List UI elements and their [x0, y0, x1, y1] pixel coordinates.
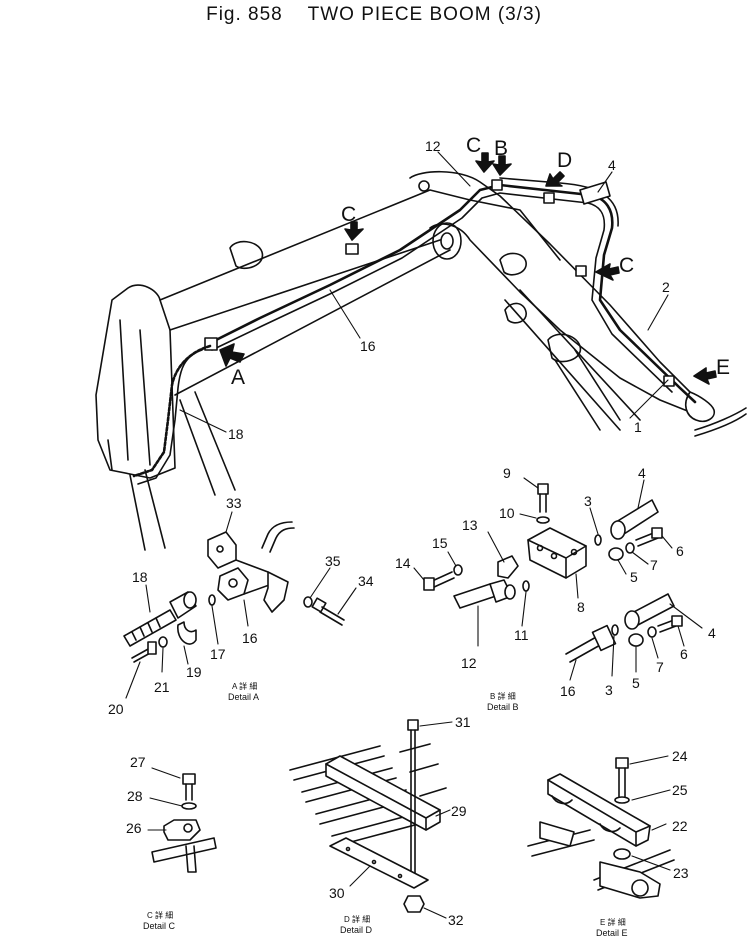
- callout-8: 8: [577, 599, 585, 615]
- detail-b: 9 10 13 15 14 12 11 8 3 4 6 7 5 4 6 7 5 …: [395, 465, 716, 712]
- arrow-detail-c2: C: [341, 203, 364, 241]
- callout-4-lower: 4: [708, 625, 716, 641]
- figure-title: Fig. 858 TWO PIECE BOOM (3/3): [0, 4, 748, 26]
- callout-30: 30: [329, 885, 345, 901]
- callout-27: 27: [130, 754, 146, 770]
- callout-3-lower: 3: [605, 682, 613, 698]
- callout-2-main: 2: [662, 279, 670, 295]
- arrow-b-label: B: [494, 137, 508, 160]
- arrow-c2-label: C: [341, 203, 356, 226]
- arrow-a-label: A: [231, 366, 245, 389]
- arrow-detail-e: E: [693, 356, 730, 385]
- callout-33: 33: [226, 495, 242, 511]
- callout-18-detail-a: 18: [132, 569, 148, 585]
- arrow-detail-a: A: [219, 343, 245, 389]
- callout-7-upper: 7: [650, 557, 658, 573]
- arrow-c3-label: C: [619, 254, 634, 277]
- callout-6-lower: 6: [680, 646, 688, 662]
- callout-21: 21: [154, 679, 170, 695]
- detail-a-caption-en: Detail A: [228, 692, 259, 702]
- callout-6-upper: 6: [676, 543, 684, 559]
- callout-4-upper: 4: [638, 465, 646, 481]
- callout-22: 22: [672, 818, 688, 834]
- arrow-c1-label: C: [466, 134, 481, 157]
- callout-35: 35: [325, 553, 341, 569]
- detail-c: 27 28 26 C 詳 細 Detail C: [126, 754, 217, 931]
- detail-d-caption-ja: D 詳 細: [344, 914, 370, 924]
- callout-11: 11: [514, 627, 529, 643]
- callout-5-lower: 5: [632, 675, 640, 691]
- callout-18-main: 18: [228, 426, 244, 442]
- callout-7-lower: 7: [656, 659, 664, 675]
- callout-12-main: 12: [425, 138, 441, 154]
- callout-23: 23: [673, 865, 689, 881]
- callout-1-main: 1: [634, 419, 642, 435]
- arrow-detail-c3: C: [595, 254, 634, 281]
- arrow-d-label: D: [557, 149, 572, 172]
- callout-19: 19: [186, 664, 202, 680]
- arrow-detail-c1: C: [466, 134, 495, 173]
- callout-17: 17: [210, 646, 226, 662]
- detail-e: 24 25 22 23 E 詳 細 Detail E: [527, 748, 689, 938]
- detail-c-caption-en: Detail C: [143, 921, 176, 931]
- callout-29: 29: [451, 803, 467, 819]
- callout-31: 31: [455, 714, 471, 730]
- callout-14: 14: [395, 555, 411, 571]
- callout-3-upper: 3: [584, 493, 592, 509]
- detail-a-caption-ja: A 詳 細: [232, 681, 257, 691]
- detail-d: 31 29 30 32 D 詳 細 Detail D: [289, 714, 471, 935]
- detail-arrows: A B C C C D E: [219, 134, 730, 389]
- callout-28: 28: [127, 788, 143, 804]
- callout-12-detail-b: 12: [461, 655, 477, 671]
- figure-caption: TWO PIECE BOOM (3/3): [307, 4, 542, 25]
- callout-13: 13: [462, 517, 478, 533]
- callout-16-main: 16: [360, 338, 376, 354]
- main-callouts: 12 4 2 1 16 18: [179, 138, 670, 442]
- callout-24: 24: [672, 748, 688, 764]
- callout-9: 9: [503, 465, 511, 481]
- arrow-e-label: E: [716, 356, 730, 379]
- boom-assembly: [95, 170, 747, 551]
- detail-e-caption-ja: E 詳 細: [600, 917, 626, 927]
- detail-e-caption-en: Detail E: [596, 928, 628, 938]
- detail-d-caption-en: Detail D: [340, 925, 373, 935]
- arrow-detail-d: D: [545, 149, 572, 187]
- detail-c-caption-ja: C 詳 細: [147, 910, 173, 920]
- callout-10: 10: [499, 505, 515, 521]
- arrow-detail-b: B: [492, 137, 512, 176]
- callout-20: 20: [108, 701, 124, 717]
- callout-16-detail-a: 16: [242, 630, 258, 646]
- detail-b-caption-ja: B 詳 細: [490, 691, 516, 701]
- detail-a: 18 19 20 21 17 16 33 35 34 A 詳 細 Detail …: [108, 495, 374, 717]
- detail-b-caption-en: Detail B: [487, 702, 519, 712]
- figure-number: Fig. 858: [206, 4, 283, 25]
- callout-15: 15: [432, 535, 448, 551]
- callout-4-main: 4: [608, 157, 616, 173]
- callout-32: 32: [448, 912, 464, 928]
- callout-26: 26: [126, 820, 142, 836]
- callout-34: 34: [358, 573, 374, 589]
- callout-25: 25: [672, 782, 688, 798]
- callout-16-detail-b: 16: [560, 683, 576, 699]
- callout-5-upper: 5: [630, 569, 638, 585]
